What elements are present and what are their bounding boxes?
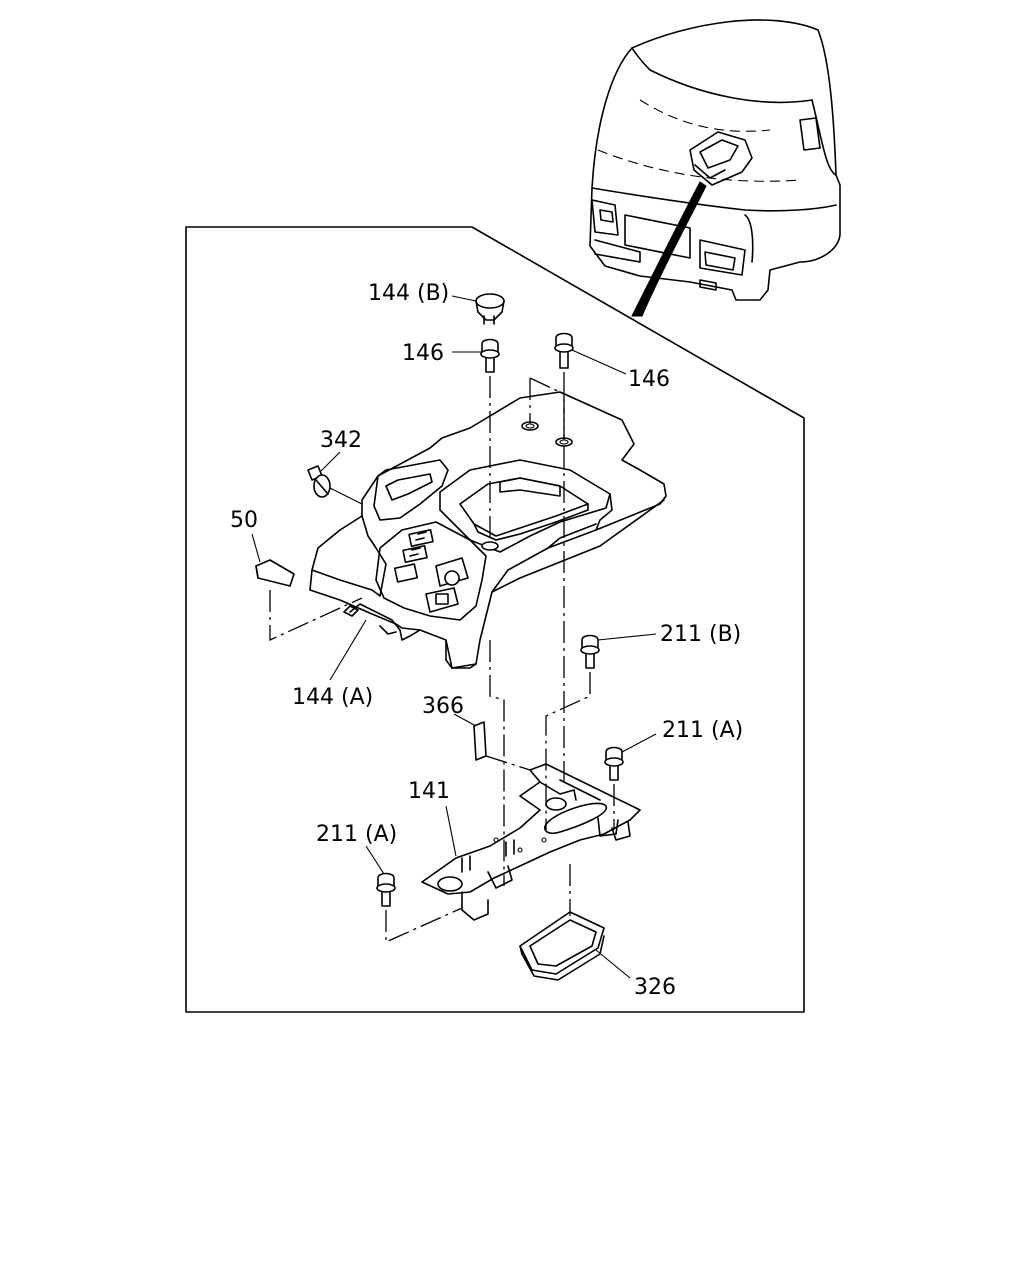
- diagram-frame: [185, 226, 805, 1013]
- part-366-strip: [453, 713, 487, 761]
- alignment-lines: [269, 372, 615, 944]
- label-146-left: 146: [402, 341, 444, 366]
- part-144b-clip: [451, 293, 505, 325]
- part-141-bracket: [421, 763, 641, 921]
- part-144a-bracket: [329, 605, 367, 681]
- part-211a-bolt-left: [365, 845, 396, 907]
- console-body: [309, 391, 667, 669]
- label-146-right: 146: [628, 367, 670, 392]
- label-144a: 144 (A): [292, 685, 373, 710]
- label-211b: 211 (B): [660, 622, 741, 647]
- label-211a-right: 211 (A): [662, 718, 743, 743]
- part-146-bolt-left: [452, 338, 500, 373]
- label-366: 366: [422, 694, 464, 719]
- label-211a-left: 211 (A): [316, 822, 397, 847]
- label-326: 326: [634, 975, 676, 1000]
- label-50: 50: [230, 508, 258, 533]
- part-342-screw: [307, 451, 367, 507]
- truck-cab-inset: [589, 19, 841, 317]
- label-141: 141: [408, 779, 450, 804]
- label-144b: 144 (B): [368, 281, 449, 306]
- part-146-bolt-right: [554, 332, 627, 375]
- part-50-cap: [251, 533, 295, 587]
- part-211b-bolt: [580, 633, 657, 669]
- label-342: 342: [320, 428, 362, 453]
- part-211a-bolt-right: [604, 733, 657, 781]
- part-326-boot: [519, 911, 631, 981]
